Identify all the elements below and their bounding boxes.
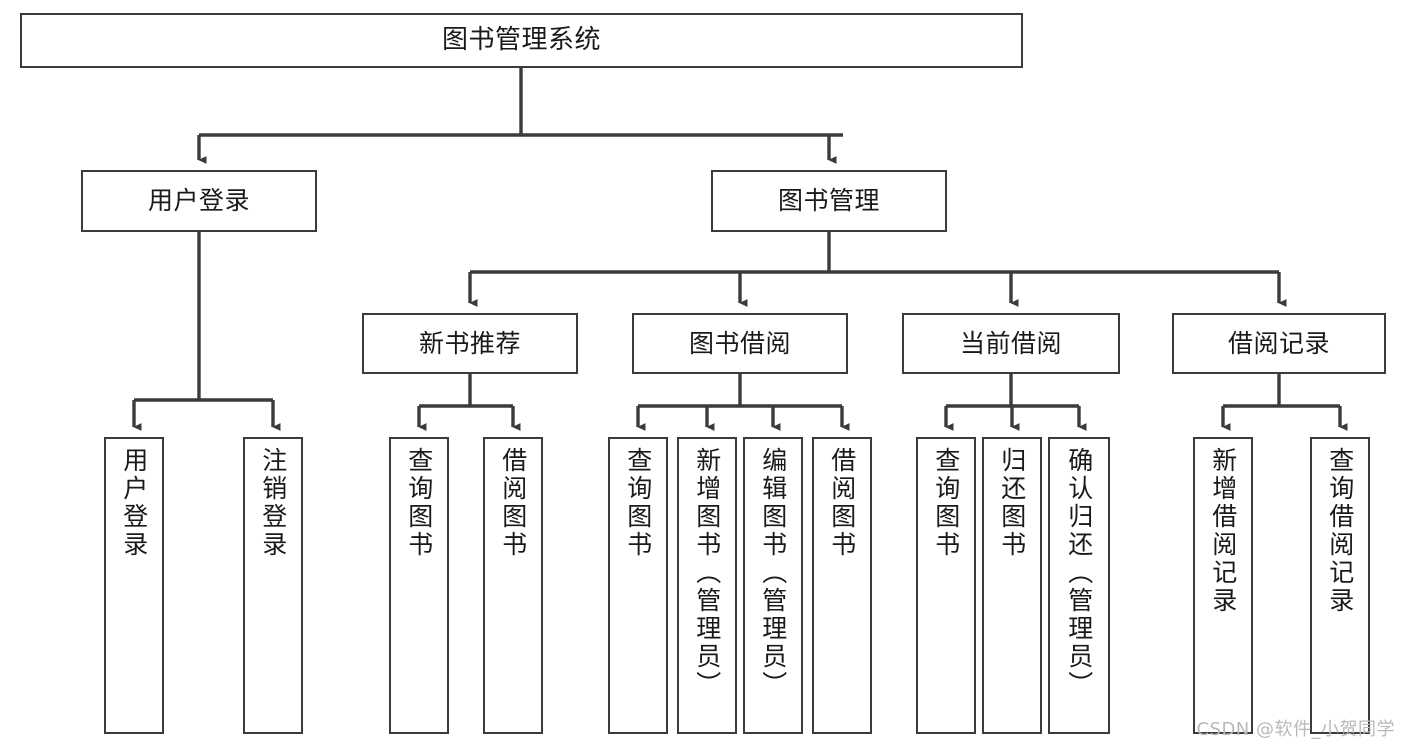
node-label: 图书管理 [777,186,880,216]
node-label: 查询借阅记录 [1325,447,1355,615]
node-label: 归还图书 [997,447,1027,559]
node-label: 查询图书 [404,447,434,559]
node-label: 用户登录 [147,186,250,216]
node-label: 新书推荐 [418,328,521,358]
node-leaf-borrow-book-recommend[interactable]: 借阅图书 [483,437,543,734]
node-label: 注销登录 [258,447,288,559]
node-borrow-record[interactable]: 借阅记录 [1172,313,1386,374]
node-label: 查询图书 [931,447,961,559]
node-label: 确认归还（管理员） [1064,447,1094,699]
node-leaf-add-book-admin[interactable]: 新增图书（管理员） [677,437,737,734]
node-label: 借阅图书 [827,447,857,559]
node-label: 查询图书 [623,447,653,559]
node-label: 借阅记录 [1227,328,1330,358]
node-label: 借阅图书 [498,447,528,559]
node-leaf-logout[interactable]: 注销登录 [243,437,303,734]
node-current-borrow[interactable]: 当前借阅 [902,313,1120,374]
node-leaf-borrow-book[interactable]: 借阅图书 [812,437,872,734]
node-label: 用户登录 [119,447,149,559]
node-label: 新增借阅记录 [1208,447,1238,615]
node-label: 新增图书（管理员） [692,447,722,699]
node-leaf-query-book-recommend[interactable]: 查询图书 [389,437,449,734]
node-leaf-query-book-current[interactable]: 查询图书 [916,437,976,734]
node-leaf-add-borrow-record[interactable]: 新增借阅记录 [1193,437,1253,734]
node-label: 当前借阅 [959,328,1062,358]
node-root-book-management-system[interactable]: 图书管理系统 [20,13,1023,68]
node-book-borrow[interactable]: 图书借阅 [632,313,848,374]
node-user-login[interactable]: 用户登录 [81,170,317,232]
node-leaf-query-book-borrow[interactable]: 查询图书 [608,437,668,734]
node-label: 编辑图书（管理员） [758,447,788,699]
node-label: 图书管理系统 [441,25,601,56]
node-leaf-confirm-return-admin[interactable]: 确认归还（管理员） [1048,437,1110,734]
node-leaf-query-borrow-record[interactable]: 查询借阅记录 [1310,437,1370,734]
node-leaf-return-book[interactable]: 归还图书 [982,437,1042,734]
node-book-management[interactable]: 图书管理 [711,170,947,232]
node-label: 图书借阅 [688,328,791,358]
node-leaf-user-login[interactable]: 用户登录 [104,437,164,734]
node-leaf-edit-book-admin[interactable]: 编辑图书（管理员） [743,437,803,734]
node-new-book-recommend[interactable]: 新书推荐 [362,313,578,374]
